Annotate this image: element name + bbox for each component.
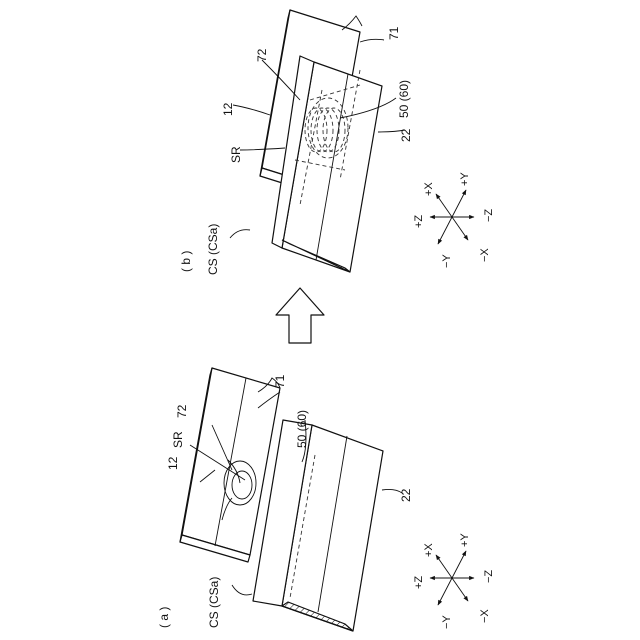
axis-px-b: +X (423, 182, 435, 196)
axis-nx-b: −X (479, 248, 491, 262)
label-coil-b: 50 (60) (397, 80, 411, 118)
label-sr-a: SR (171, 431, 185, 448)
label-72-b: 72 (255, 48, 269, 62)
label-sr-b: SR (229, 146, 243, 163)
axis-px-a: +X (423, 543, 435, 557)
axis-ny-a: −Y (441, 615, 453, 629)
axis-py-b: +Y (459, 172, 471, 186)
label-coil-a: 50 (60) (295, 410, 309, 448)
label-12-a: 12 (166, 456, 180, 470)
block-up-arrow-icon (276, 288, 324, 343)
lower-plate-22-a (253, 420, 383, 631)
label-22-b: 22 (399, 128, 413, 142)
panel-a: ( a ) CS (CSa) (157, 368, 413, 631)
axes-triad-a: +X +Y +Z −Z −Y −X (413, 533, 495, 629)
panel-a-cs-leader (232, 585, 252, 595)
label-22-a: 22 (399, 488, 413, 502)
label-71-a: 71 (273, 374, 287, 388)
label-12-b: 12 (221, 102, 235, 116)
panel-a-caption: ( a ) (157, 607, 171, 628)
panel-a-cs-label: CS (CSa) (207, 577, 221, 628)
label-72-a: 72 (175, 404, 189, 418)
axis-pz-b: +Z (413, 215, 425, 228)
axis-pz-a: +Z (413, 576, 425, 589)
panel-b: ( b ) CS (CSa) (179, 10, 413, 275)
axis-ny-b: −Y (441, 254, 453, 268)
panel-b-cs-leader (230, 230, 250, 238)
axis-py-a: +Y (459, 533, 471, 547)
axes-triad-b: +X +Y +Z −Z −Y −X (413, 172, 495, 268)
axis-nx-a: −X (479, 609, 491, 623)
axis-nz-a: −Z (483, 570, 495, 583)
axis-nz-b: −Z (483, 209, 495, 222)
panel-b-cs-label: CS (CSa) (206, 224, 220, 275)
panel-b-caption: ( b ) (179, 251, 193, 272)
label-71-b: 71 (387, 26, 401, 40)
